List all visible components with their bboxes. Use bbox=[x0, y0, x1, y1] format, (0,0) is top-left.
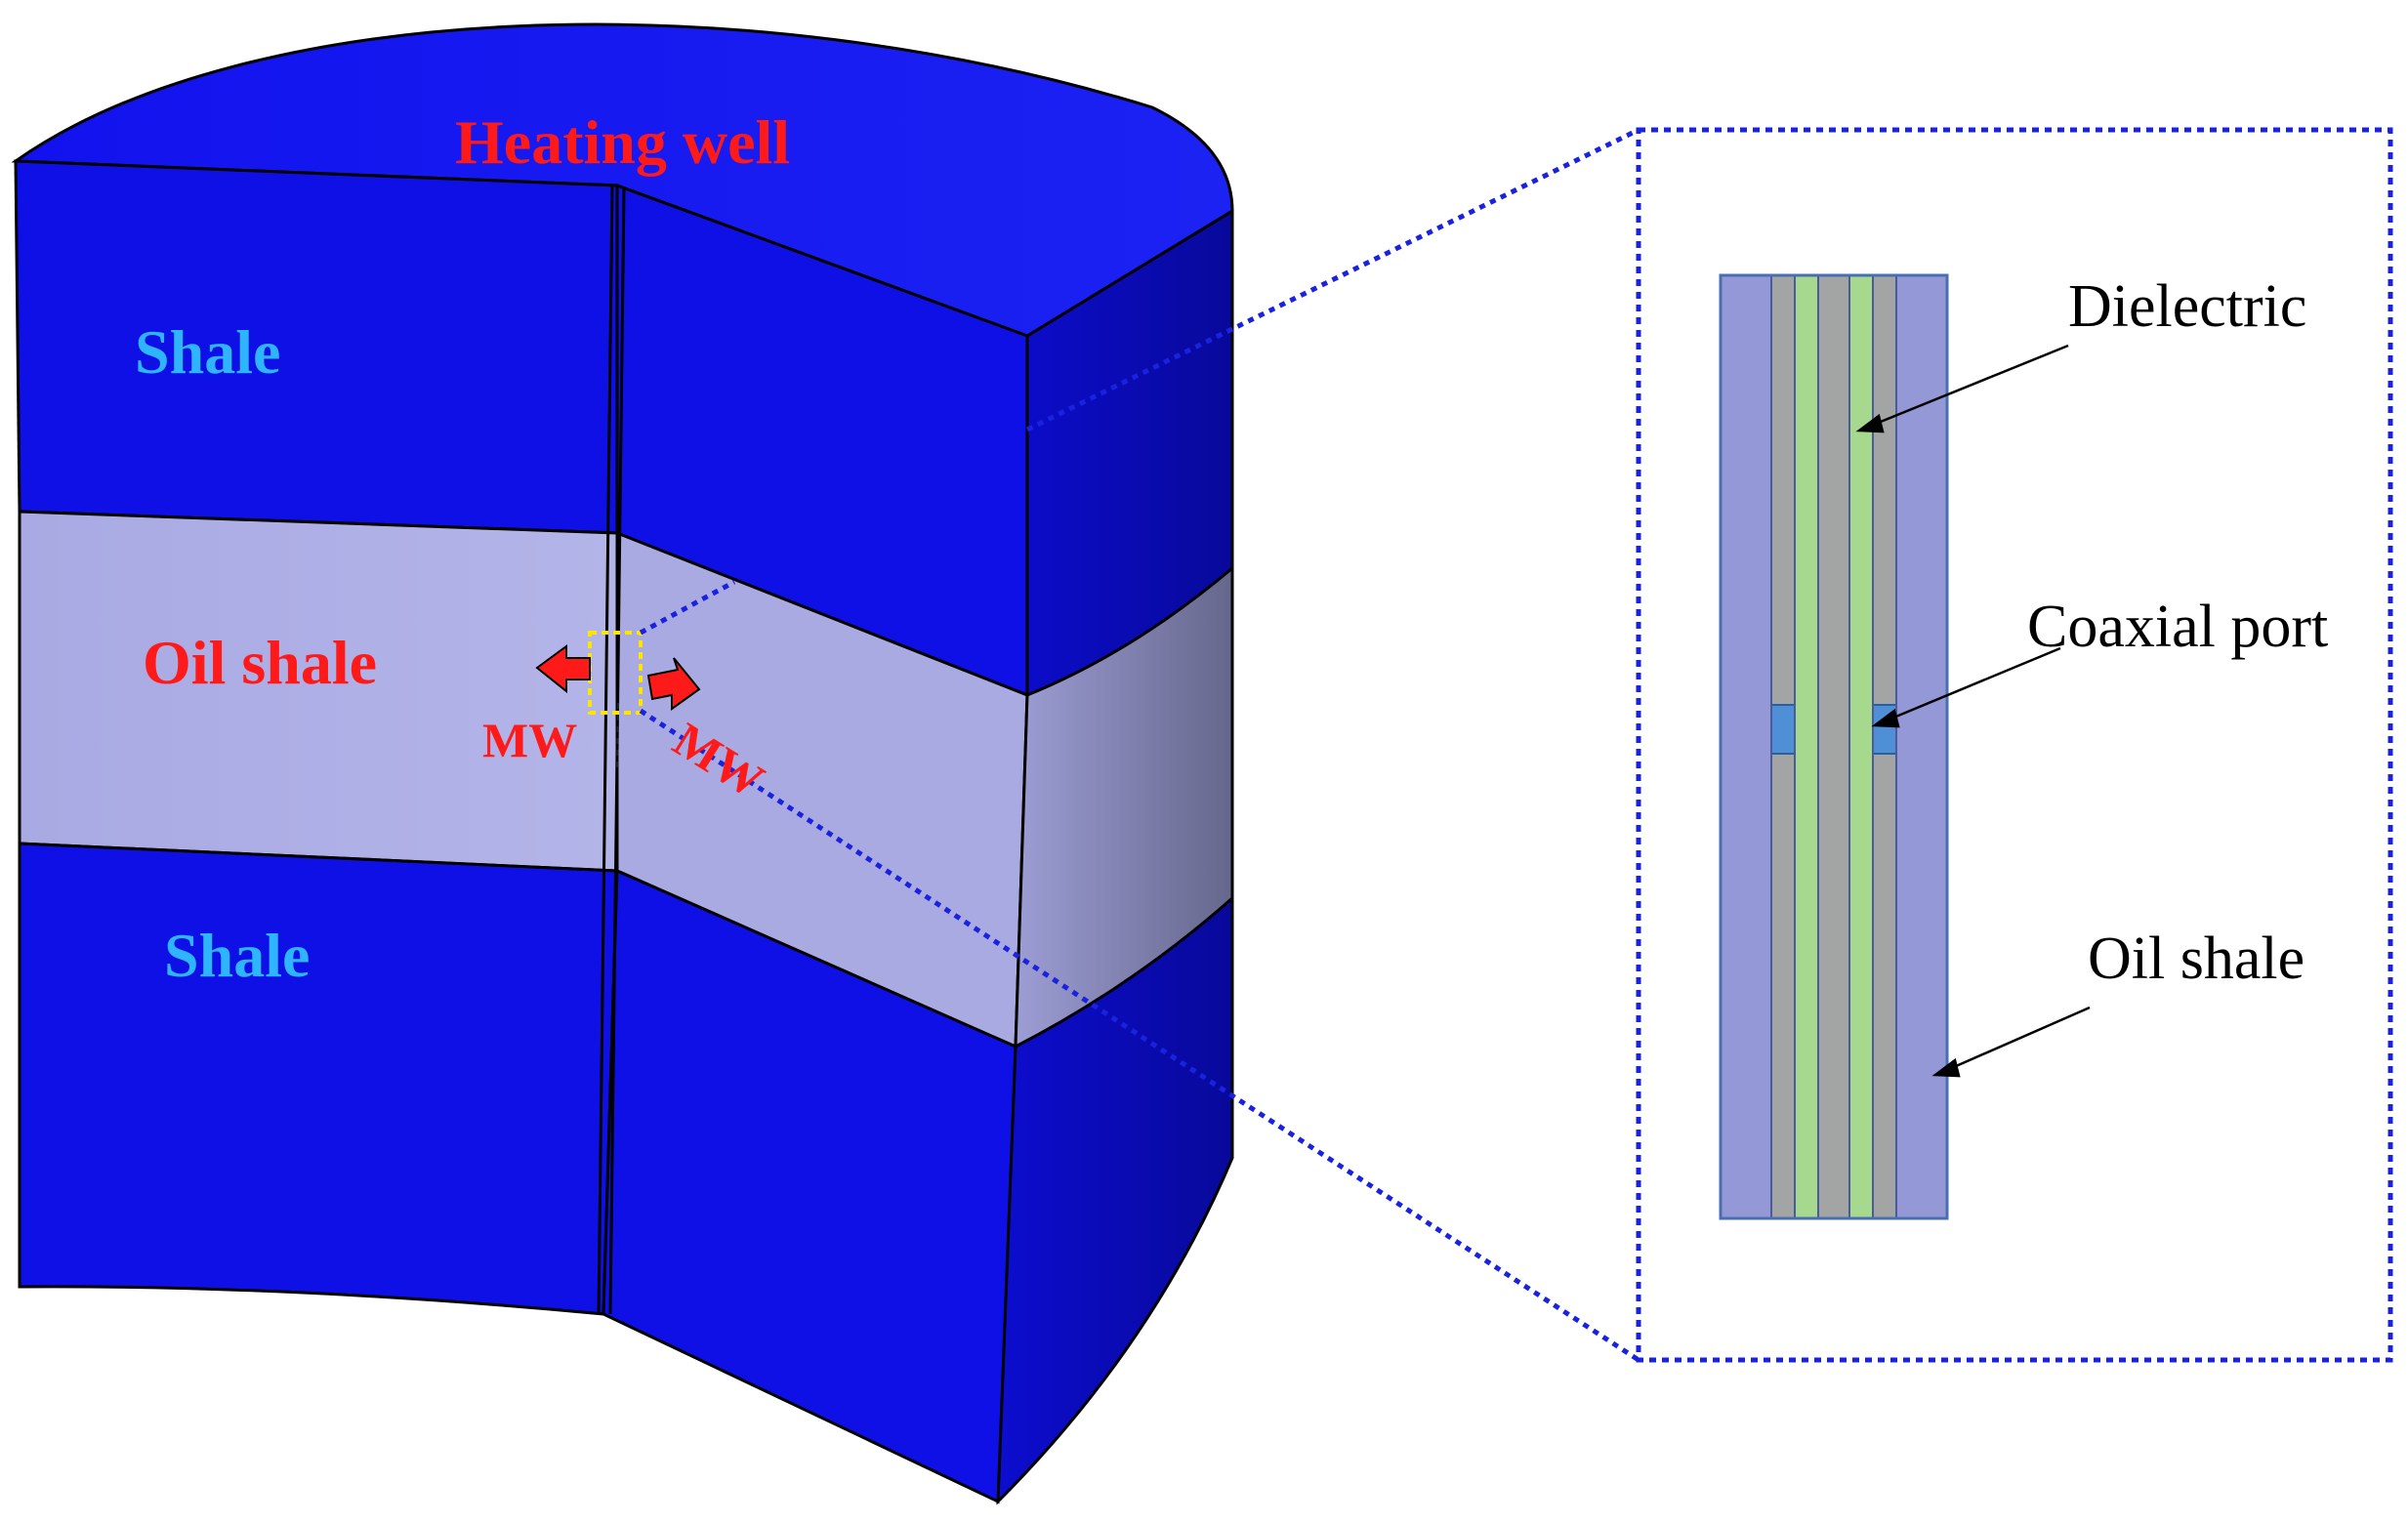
shale-top-label: Shale bbox=[135, 317, 280, 387]
oil-shale-arrowhead bbox=[1931, 1057, 1961, 1078]
inset-dielectric-left bbox=[1795, 275, 1818, 1218]
inset-oil-shale-left bbox=[1721, 275, 1771, 1218]
left-face-shale-bottom bbox=[18, 842, 619, 1316]
inset-dielectric-right bbox=[1849, 275, 1873, 1218]
inset-detail: Dielectric Coaxial port Oil shale bbox=[1636, 127, 2393, 1363]
mw-arrow-right bbox=[646, 657, 701, 711]
inset-pointer-arrows bbox=[1855, 344, 2091, 1078]
outer-side-oil-shale bbox=[1014, 564, 1234, 1050]
oil-shale-label: Oil shale bbox=[143, 628, 377, 697]
inset-coaxial-port-left bbox=[1770, 704, 1796, 755]
mw-arrow-left bbox=[535, 644, 591, 694]
inset-inner-conductor bbox=[1818, 275, 1849, 1218]
top-cap bbox=[11, 22, 1234, 338]
inset-oil-shale-right bbox=[1896, 275, 1947, 1218]
cylinder-model bbox=[11, 22, 1234, 1505]
heating-well-bore bbox=[597, 185, 626, 1315]
coaxial-port-label: Coaxial port bbox=[2027, 594, 2328, 660]
heating-well-label: Heating well bbox=[455, 107, 790, 177]
zoom-region-box bbox=[588, 631, 643, 715]
shale-bottom-label: Shale bbox=[164, 921, 310, 990]
mw-left-label: MW bbox=[482, 713, 577, 767]
inset-oil-shale-label: Oil shale bbox=[2088, 926, 2304, 992]
left-face-shale-top bbox=[14, 159, 619, 535]
coaxial-cross-section bbox=[1719, 273, 1949, 1220]
dielectric-arrowhead bbox=[1855, 413, 1885, 433]
inset-projection-lines bbox=[639, 127, 1640, 1363]
coaxial-port-arrowhead bbox=[1871, 708, 1900, 728]
dielectric-label: Dielectric bbox=[2068, 273, 2306, 340]
right-face-shale-bottom bbox=[602, 868, 1017, 1504]
